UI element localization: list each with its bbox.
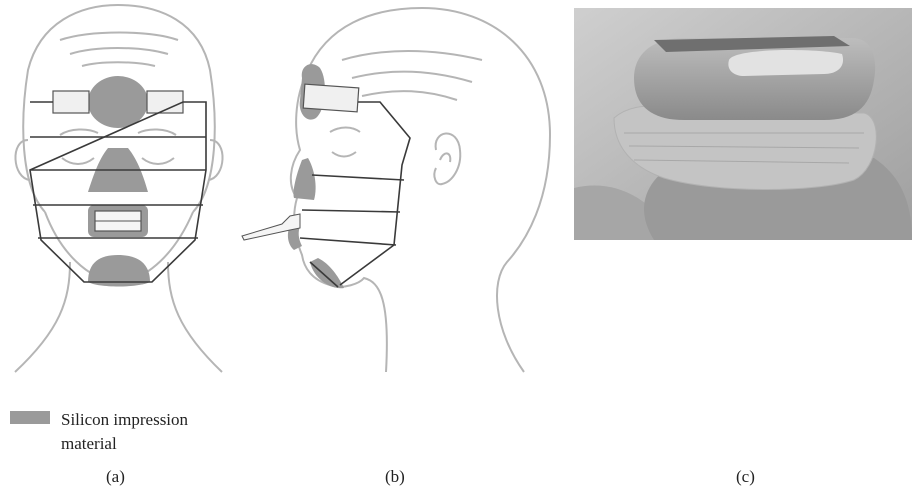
head-outline	[307, 8, 550, 372]
left-eyebrow	[60, 129, 98, 135]
legend-label: Silicon impression material	[61, 408, 241, 456]
frontal-face-diagram	[0, 0, 240, 380]
caption-a: (a)	[106, 467, 125, 487]
caption-c: (c)	[736, 467, 755, 487]
eye	[332, 152, 356, 157]
right-eyebrow	[138, 129, 176, 135]
right-eye	[142, 158, 174, 164]
neck-right	[168, 262, 222, 372]
caption-b: (b)	[385, 467, 405, 487]
left-eye	[62, 158, 94, 164]
mask-outline	[340, 102, 410, 285]
nose-impression	[293, 158, 315, 200]
eyebrow	[330, 128, 360, 133]
neck-left	[15, 262, 70, 372]
ear	[434, 133, 460, 184]
chin-impression	[310, 258, 344, 288]
side-face-diagram	[232, 0, 557, 380]
forehead-impression	[88, 76, 148, 128]
legend-swatch	[10, 411, 50, 424]
photograph	[574, 8, 912, 240]
